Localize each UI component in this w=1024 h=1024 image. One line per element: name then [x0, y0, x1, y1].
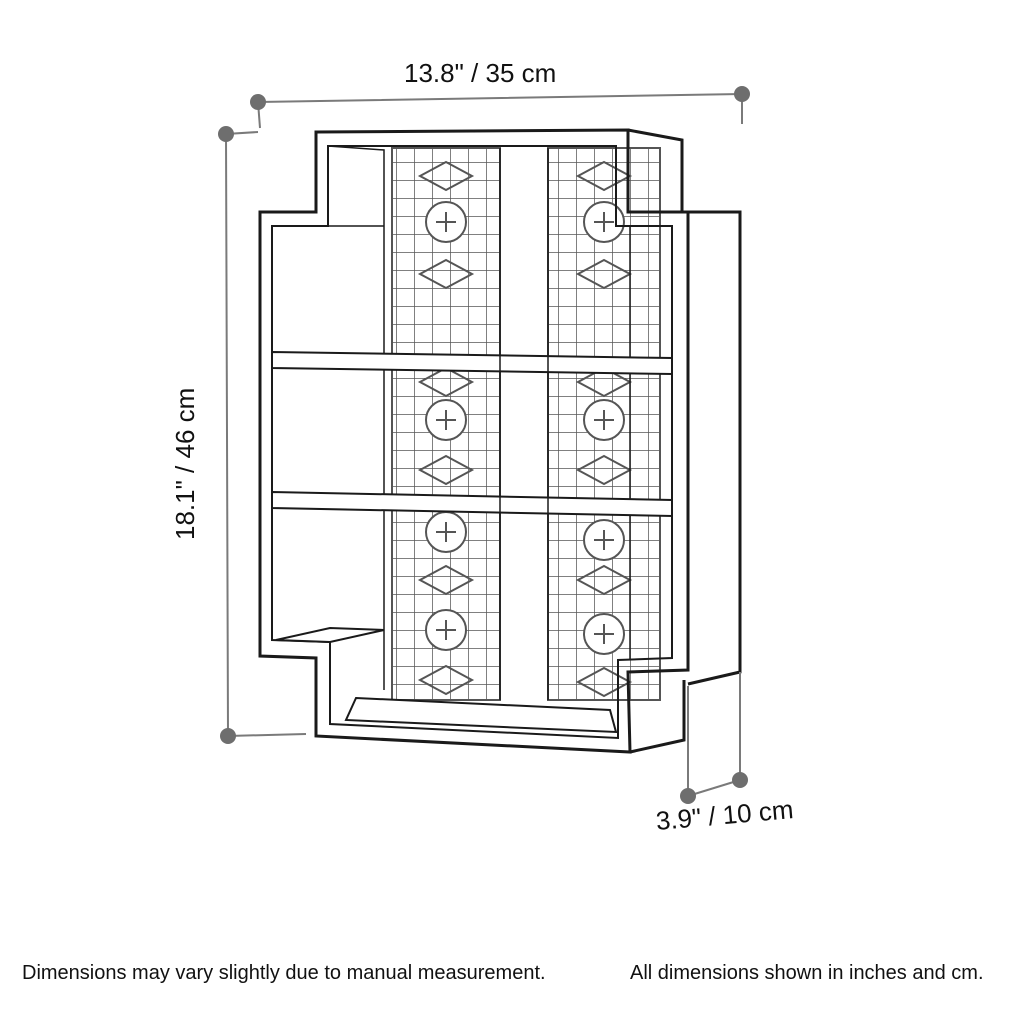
depth-end-marker: [732, 772, 748, 788]
width-start-marker: [250, 94, 266, 110]
cabinet-inner-wall: [327, 145, 631, 690]
shelf-board-bottom: [344, 696, 618, 734]
measurement-disclaimer: Dimensions may vary slightly due to manu…: [22, 962, 546, 984]
height-start-marker: [218, 126, 234, 142]
shelf-board-upper: [271, 350, 673, 376]
depth-start-marker: [680, 788, 696, 804]
height-dimension-line: [225, 131, 307, 737]
lattice-panels: [391, 147, 661, 701]
height-end-marker: [220, 728, 236, 744]
width-label: 13.8" / 35 cm: [404, 58, 557, 88]
width-dimension-line: [257, 93, 743, 129]
cabinet-inner-frame: [271, 145, 673, 740]
units-note: All dimensions shown in inches and cm.: [630, 962, 984, 984]
shelf-cabinet: [258, 128, 742, 754]
shelf-small-ledge: [275, 626, 385, 644]
center-divider: [499, 148, 549, 700]
shelf-board-lower: [271, 490, 673, 518]
width-end-marker: [734, 86, 750, 102]
cabinet-side-depth: [627, 128, 742, 754]
depth-dimension-line: [687, 672, 741, 797]
height-label: 18.1" / 46 cm: [170, 387, 200, 540]
